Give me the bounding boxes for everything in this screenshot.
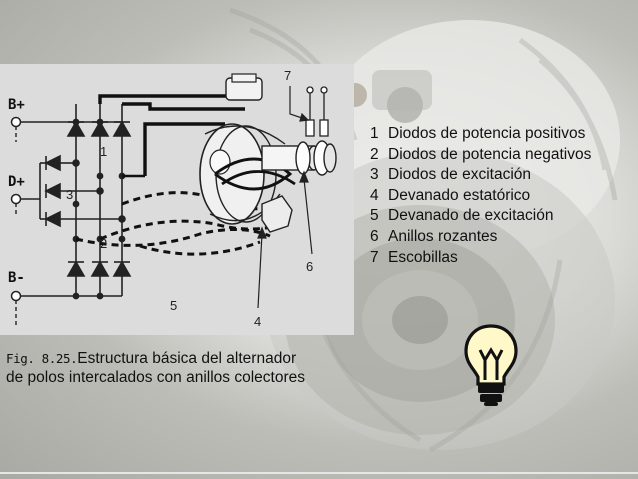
bottom-divider (0, 472, 638, 474)
terminal-label-bplus: B+ (8, 97, 25, 113)
terminal-bminus (10, 290, 22, 302)
legend-text: Devanado estatórico (388, 186, 531, 204)
legend-number: 1 (370, 125, 379, 142)
legend-item: 7 Escobillas (370, 248, 632, 269)
callout-7: 7 (284, 68, 291, 83)
legend-item: 4 Devanado estatórico (370, 186, 632, 207)
callout-2: 2 (100, 236, 107, 251)
lightbulb-icon (464, 324, 518, 406)
legend-number: 6 (370, 227, 379, 245)
caption-line-2: de polos intercalados con anillos colect… (6, 369, 305, 386)
legend-text: Anillos rozantes (388, 227, 498, 245)
legend-number: 2 (370, 145, 379, 163)
callout-5: 5 (170, 298, 177, 313)
caption-line-1: Estructura básica del alternador (77, 350, 297, 367)
legend-item: 5 Devanado de excitación (370, 206, 632, 227)
terminal-label-dplus: D+ (8, 174, 25, 190)
legend-number: 4 (370, 186, 379, 204)
legend-item: 6 Anillos rozantes (370, 227, 632, 248)
callout-3: 3 (66, 187, 73, 202)
legend-text: Diodos de excitación (388, 166, 532, 184)
terminal-bplus (10, 116, 22, 128)
legend-item: 3 Diodos de excitación (370, 165, 632, 186)
legend-item: 2 Diodos de potencia negativos (370, 145, 632, 166)
figure-number: Fig. 8.25. (6, 351, 78, 366)
legend-number: 7 (370, 248, 379, 266)
callout-6: 6 (306, 259, 313, 274)
legend-item: 1 Diodos de potencia positivos (370, 124, 632, 145)
legend-text: Devanado de excitación (388, 207, 554, 225)
legend-number: 3 (370, 166, 379, 184)
legend-text: Diodos de potencia positivos (388, 125, 586, 142)
callout-1: 1 (100, 144, 107, 159)
terminal-label-bminus: B- (8, 270, 25, 286)
legend-text: Escobillas (388, 248, 458, 266)
legend-number: 5 (370, 207, 379, 225)
alternator-schematic: B+ D+ B- (0, 64, 354, 335)
callout-4: 4 (254, 314, 261, 329)
figure-caption: Fig. 8.25.Estructura básica del alternad… (6, 349, 366, 387)
terminal-dplus (10, 193, 22, 205)
legend-text: Diodos de potencia negativos (388, 145, 592, 163)
